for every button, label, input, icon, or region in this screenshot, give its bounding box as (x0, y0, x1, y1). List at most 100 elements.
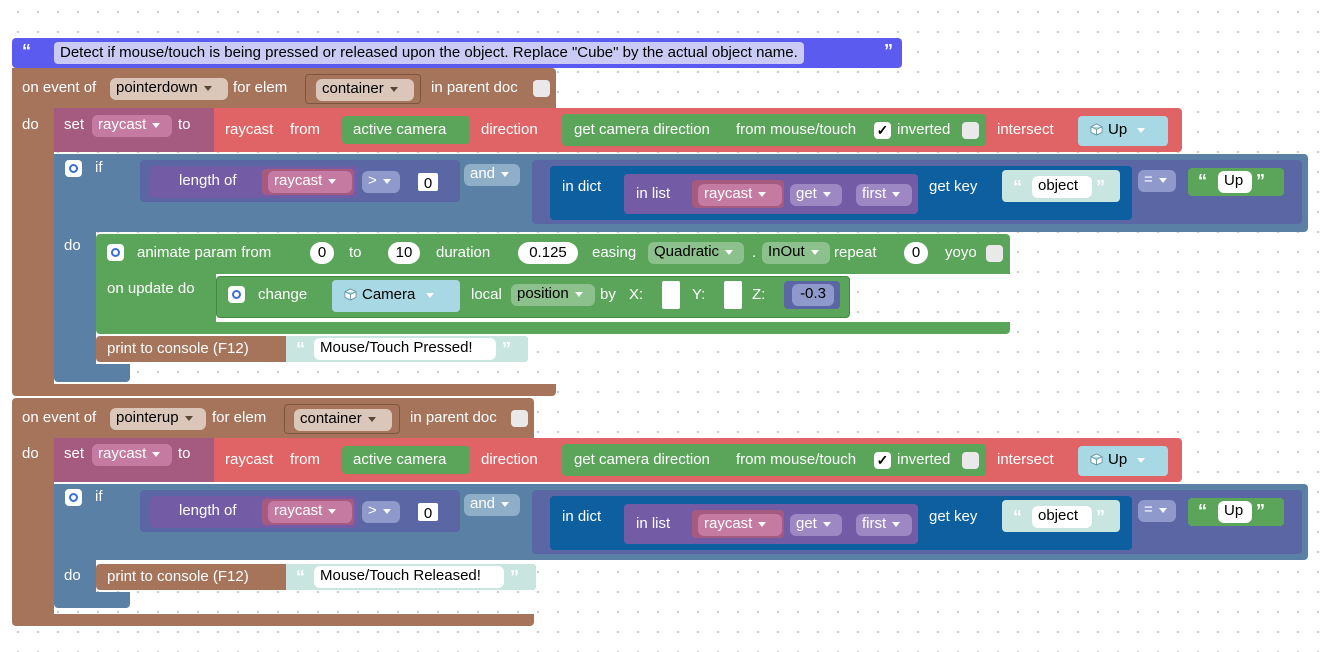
event-spine (12, 430, 54, 620)
print-text-value[interactable]: Mouse/Touch Pressed! (314, 338, 496, 360)
from-mouse-touch-checkbox[interactable]: ✓ (874, 452, 891, 469)
event-footer (12, 614, 534, 626)
set-label: set (64, 445, 85, 462)
eq-text-value[interactable]: Up (1218, 171, 1252, 193)
compare-op-dropdown[interactable]: > (362, 501, 400, 523)
get-key-label: get key (929, 178, 978, 195)
get-key-label: get key (929, 508, 978, 525)
elem-dropdown[interactable]: container (294, 409, 392, 431)
inverted-checkbox[interactable] (962, 452, 979, 469)
comment-block[interactable]: “ Detect if mouse/touch is being pressed… (12, 38, 902, 68)
key-close-quote-icon: ” (1096, 507, 1105, 527)
compare-op-dropdown[interactable]: > (362, 171, 400, 193)
event-footer (12, 384, 556, 396)
set-var-dropdown[interactable]: raycast (92, 444, 172, 466)
list-get-dropdown[interactable]: get (790, 184, 842, 206)
if-spine (54, 154, 96, 376)
in-parent-doc-checkbox[interactable] (511, 410, 528, 427)
intersect-object-dropdown[interactable]: Up (1086, 120, 1162, 142)
raycast-label: raycast (225, 121, 274, 138)
camera-direction-block[interactable] (562, 444, 986, 476)
easing-mode-dropdown[interactable]: InOut (762, 242, 830, 264)
print-label: print to console (F12) (107, 568, 249, 585)
in-parent-doc-checkbox[interactable] (533, 80, 550, 97)
if-gear-icon[interactable] (65, 489, 82, 506)
yoyo-label: yoyo (945, 244, 977, 261)
cube-icon (1090, 453, 1103, 466)
for-elem-label: for elem (212, 409, 267, 426)
in-dict-label: in dict (562, 178, 602, 195)
inverted-label: inverted (897, 121, 951, 138)
x-input-empty[interactable] (662, 281, 680, 309)
camera-direction-block[interactable] (562, 114, 986, 146)
event-type-dropdown[interactable]: pointerdown (110, 78, 228, 100)
and-op-dropdown[interactable]: and (464, 494, 520, 516)
eq-text-value[interactable]: Up (1218, 501, 1252, 523)
to-label: to (178, 116, 191, 133)
key-close-quote-icon: ” (1096, 177, 1105, 197)
yoyo-checkbox[interactable] (986, 245, 1003, 262)
eq-open-quote-icon: “ (1198, 501, 1207, 521)
event-type-dropdown[interactable]: pointerup (110, 408, 206, 430)
list-var-dropdown[interactable]: raycast (698, 514, 782, 536)
property-dropdown[interactable]: position (511, 284, 595, 306)
get-camera-direction-label: get camera direction (574, 121, 710, 138)
by-label: by (600, 286, 616, 303)
equal-op-dropdown[interactable]: = (1138, 170, 1176, 192)
on-event-of-label: on event of (22, 409, 97, 426)
repeat-value[interactable]: 0 (904, 242, 928, 264)
intersect-object-value: Up (1108, 121, 1128, 138)
if-do-label: do (64, 567, 81, 584)
animate-from-value[interactable]: 0 (310, 242, 334, 264)
eq-close-quote-icon: ” (1256, 171, 1265, 191)
intersect-object-dropdown[interactable]: Up (1086, 450, 1162, 472)
intersect-label: intersect (997, 121, 1054, 138)
change-gear-icon[interactable] (228, 286, 245, 303)
print-close-quote-icon: ” (510, 567, 519, 587)
animate-to-label: to (349, 244, 362, 261)
animate-gear-icon[interactable] (107, 244, 124, 261)
z-label: Z: (752, 286, 766, 303)
compare-value[interactable]: 0 (416, 501, 440, 523)
key-text-value[interactable]: object (1032, 506, 1092, 528)
print-text-value[interactable]: Mouse/Touch Released! (314, 566, 504, 588)
if-gear-icon[interactable] (65, 160, 82, 177)
and-op-dropdown[interactable]: and (464, 164, 520, 186)
active-camera-block[interactable] (342, 446, 470, 474)
repeat-label: repeat (834, 244, 877, 261)
get-camera-direction-label: get camera direction (574, 451, 710, 468)
event-spine (12, 100, 54, 390)
on-event-of-label: on event of (22, 79, 97, 96)
change-label: change (258, 286, 308, 303)
key-text-value[interactable]: object (1032, 176, 1092, 198)
equal-op-dropdown[interactable]: = (1138, 500, 1176, 522)
y-input-empty[interactable] (724, 281, 742, 309)
active-camera-block[interactable] (342, 116, 470, 144)
list-var-dropdown[interactable]: raycast (698, 184, 782, 206)
for-elem-label: for elem (233, 79, 288, 96)
set-var-dropdown[interactable]: raycast (92, 115, 172, 137)
comment-text[interactable]: Detect if mouse/touch is being pressed o… (54, 42, 804, 64)
key-open-quote-icon: “ (1013, 507, 1022, 527)
list-first-dropdown[interactable]: first (856, 514, 912, 536)
length-var-dropdown[interactable]: raycast (268, 171, 352, 193)
easing-label: easing (592, 244, 637, 261)
list-first-dropdown[interactable]: first (856, 184, 912, 206)
inverted-checkbox[interactable] (962, 122, 979, 139)
z-value[interactable]: -0.3 (792, 284, 834, 306)
animate-to-value[interactable]: 10 (388, 242, 420, 264)
elem-dropdown[interactable]: container (316, 79, 414, 101)
compare-value[interactable]: 0 (416, 171, 440, 193)
print-label: print to console (F12) (107, 340, 249, 357)
length-of-label: length of (179, 502, 237, 519)
animate-label: animate param from (137, 244, 272, 261)
length-var-dropdown[interactable]: raycast (268, 501, 352, 523)
key-open-quote-icon: “ (1013, 177, 1022, 197)
camera-object-dropdown[interactable]: Camera (340, 285, 454, 307)
easing-dropdown[interactable]: Quadratic (648, 242, 744, 264)
from-mouse-touch-checkbox[interactable]: ✓ (874, 122, 891, 139)
from-label: from (290, 451, 320, 468)
list-get-dropdown[interactable]: get (790, 514, 842, 536)
to-label: to (178, 445, 191, 462)
duration-value[interactable]: 0.125 (518, 242, 578, 264)
